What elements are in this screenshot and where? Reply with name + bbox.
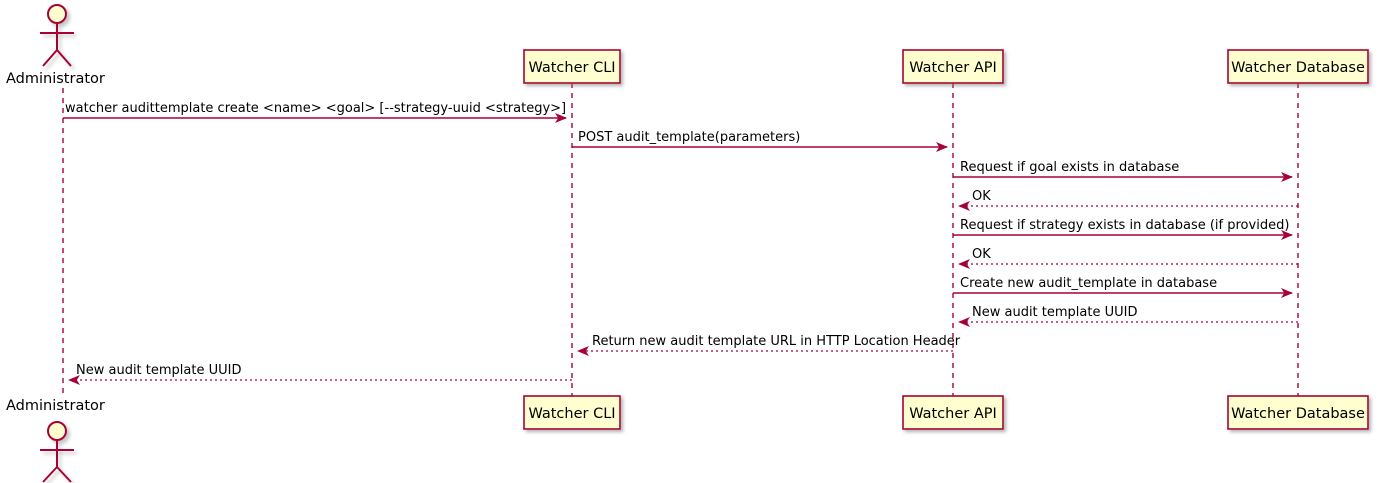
participant-box-rect [523, 395, 621, 430]
message-7[interactable]: Create new audit_template in database [953, 276, 1293, 298]
actor-administrator-bottom[interactable]: Administrator [6, 398, 105, 483]
lifelines [62, 83, 1299, 396]
message-4[interactable]: OK [958, 189, 1298, 211]
actor-label-administrator-bottom: Administrator [6, 398, 105, 414]
message-label-4: OK [972, 189, 991, 204]
participant-label-watcher-database-bottom: Watcher Database [1231, 406, 1365, 422]
message-2[interactable]: POST audit_template(parameters) [572, 130, 948, 152]
actor-right-leg-line [56, 466, 72, 483]
message-label-8: New audit template UUID [972, 305, 1137, 320]
participant-label-watcher-cli-top: Watcher CLI [528, 60, 615, 76]
message-label-1: watcher audittemplate create <name> <goa… [65, 101, 566, 116]
message-9[interactable]: Return new audit template URL in HTTP Lo… [577, 334, 961, 356]
participant-box-watcher-api-bottom[interactable]: Watcher API [902, 395, 1004, 430]
participant-box-watcher-database-top[interactable]: Watcher Database [1227, 49, 1369, 84]
message-label-5: Request if strategy exists in database (… [960, 218, 1289, 233]
message-label-7: Create new audit_template in database [960, 276, 1217, 291]
message-label-6: OK [972, 247, 991, 262]
participant-label-watcher-api-bottom: Watcher API [909, 406, 997, 422]
participant-label-watcher-cli-bottom: Watcher CLI [528, 406, 615, 422]
message-label-9: Return new audit template URL in HTTP Lo… [592, 334, 961, 349]
actor-figure-bottom [40, 421, 74, 483]
actor-right-leg-line [56, 49, 72, 67]
participant-box-watcher-database-bottom[interactable]: Watcher Database [1227, 395, 1369, 430]
participant-box-rect [1227, 49, 1369, 84]
actor-left-leg-line [42, 49, 58, 67]
message-5[interactable]: Request if strategy exists in database (… [953, 218, 1293, 240]
message-8[interactable]: New audit template UUID [958, 305, 1298, 327]
message-label-3: Request if goal exists in database [960, 160, 1179, 175]
participant-box-rect [523, 49, 621, 84]
participant-box-watcher-cli-bottom[interactable]: Watcher CLI [523, 395, 621, 430]
participant-box-rect [902, 395, 1004, 430]
participant-label-watcher-database-top: Watcher Database [1231, 60, 1365, 76]
actor-label-administrator-top: Administrator [6, 71, 105, 87]
message-1[interactable]: watcher audittemplate create <name> <goa… [63, 101, 567, 123]
actor-head-icon [47, 4, 67, 24]
message-label-10: New audit template UUID [76, 363, 241, 378]
message-3[interactable]: Request if goal exists in database [953, 160, 1293, 182]
actor-figure-top [40, 4, 74, 67]
participant-label-watcher-api-top: Watcher API [909, 60, 997, 76]
actor-administrator-top[interactable]: Administrator [6, 4, 105, 87]
message-10[interactable]: New audit template UUID [68, 363, 572, 385]
participant-box-watcher-cli-top[interactable]: Watcher CLI [523, 49, 621, 84]
participant-box-watcher-api-top[interactable]: Watcher API [902, 49, 1004, 84]
actor-head-icon [47, 421, 67, 441]
message-6[interactable]: OK [958, 247, 1298, 269]
participant-box-rect [1227, 395, 1369, 430]
actor-left-leg-line [42, 466, 58, 483]
message-label-2: POST audit_template(parameters) [578, 130, 800, 145]
participant-box-rect [902, 49, 1004, 84]
